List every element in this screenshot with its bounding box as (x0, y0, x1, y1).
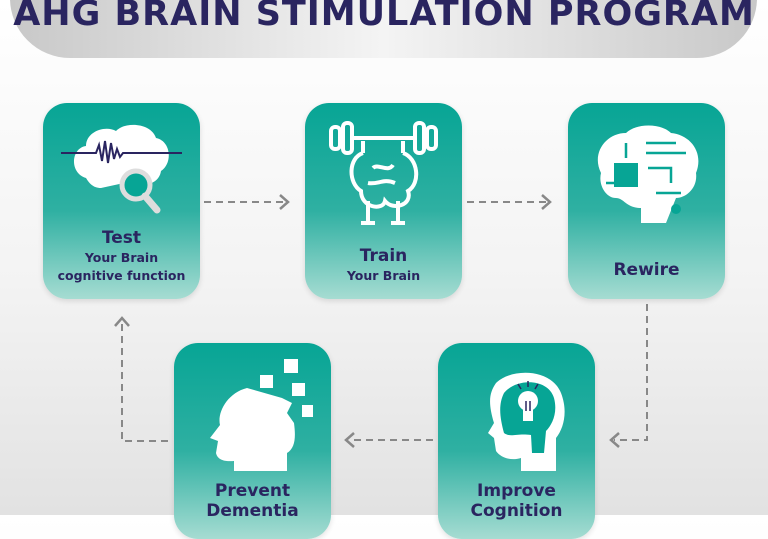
step-subtitle: Cognition (470, 501, 563, 521)
step-card-rewire: Rewire (568, 103, 725, 299)
step-subtitle: Your Brain (84, 250, 159, 265)
step-card-train: Train Your Brain (305, 103, 462, 299)
step-card-improve: Improve Cognition (438, 343, 595, 539)
head-lightbulb-icon (488, 372, 565, 471)
step-subtitle: Dementia (206, 501, 299, 521)
step-title: Improve (477, 481, 556, 501)
step-subtitle: cognitive function (57, 268, 186, 283)
head-puzzle-icon (210, 359, 313, 471)
brain-magnifier-icon (61, 124, 182, 214)
arrow-prevent-to-test (121, 322, 168, 442)
step-title: Train (359, 246, 408, 266)
step-subtitle: Your Brain (346, 268, 421, 283)
step-title: Test (101, 228, 142, 248)
step-title: Prevent (214, 481, 291, 501)
step-card-prevent: Prevent Dementia (174, 343, 331, 539)
step-title: Rewire (613, 260, 680, 280)
page-title: AHG BRAIN STIMULATION PROGRAM (13, 0, 755, 34)
arrow-rewire-to-improve (614, 304, 648, 441)
flow-arrows (114, 194, 648, 448)
step-card-test: Test Your Brain cognitive function (43, 103, 200, 299)
title-banner (10, 0, 757, 58)
brain-dumbbell-icon (329, 121, 438, 225)
circuit-brain-icon (597, 125, 699, 223)
